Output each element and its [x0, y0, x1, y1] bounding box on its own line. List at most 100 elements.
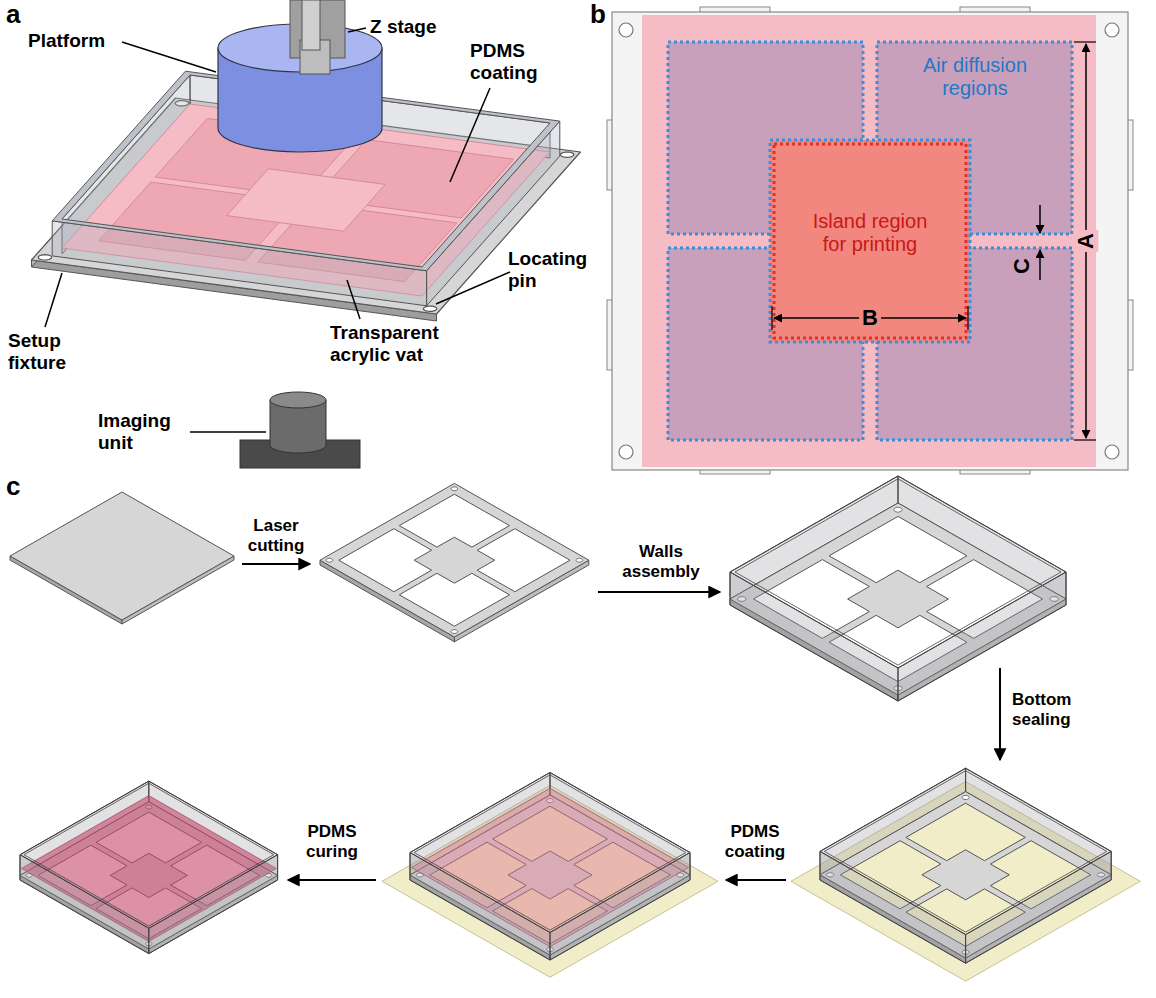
process-arrow	[999, 668, 1001, 760]
acrylic-sheet	[730, 503, 1066, 695]
locating-hole	[1105, 23, 1119, 37]
z-stage-column	[290, 0, 345, 58]
process-stage	[320, 483, 589, 641]
dimension-label: A	[1073, 230, 1098, 252]
process-arrow	[288, 879, 376, 881]
step-label: Walls assembly	[605, 542, 717, 581]
wall-rim	[414, 775, 686, 930]
cut-hole	[399, 573, 509, 626]
imaging-lens-top	[270, 392, 326, 408]
extension-line	[771, 306, 772, 330]
step-label: Laser cutting	[236, 516, 316, 555]
cut-hole	[829, 516, 967, 582]
locating-hole	[619, 23, 633, 37]
wall-rim	[730, 476, 1066, 668]
leader-line	[122, 42, 216, 72]
dimension-arrow	[1039, 205, 1041, 233]
region-label: Air diffusion regions	[910, 54, 1040, 100]
island-outline	[774, 144, 966, 338]
acrylic-wall	[149, 855, 278, 954]
process-arrow	[598, 591, 720, 593]
locating-hole	[1105, 445, 1119, 459]
panel-b	[607, 7, 1133, 474]
locating-hole	[451, 487, 458, 491]
locating-hole	[451, 630, 458, 634]
extension-line	[967, 306, 968, 330]
process-arrow	[242, 563, 310, 565]
cut-hole	[477, 529, 570, 592]
dimension-label: C	[1009, 255, 1034, 277]
acrylic-wall	[550, 853, 690, 961]
leader-line	[348, 28, 366, 32]
acrylic-wall	[898, 572, 1066, 701]
process-stage	[791, 768, 1140, 981]
pdms-layer	[21, 796, 276, 942]
panel-letter: a	[6, 0, 36, 30]
sealing-sheet	[791, 782, 1140, 982]
z-stage-rail	[302, 0, 320, 50]
panel-letter: b	[590, 0, 610, 30]
wall-rim	[410, 773, 690, 933]
part-label: Imaging unit	[98, 410, 193, 454]
part-label: PDMS coating	[470, 40, 555, 84]
step-label: PDMS coating	[716, 822, 794, 861]
acrylic-wall	[730, 572, 898, 701]
dimension-arrow	[1039, 250, 1041, 280]
leader-line	[190, 431, 266, 433]
wall-rim	[20, 781, 278, 928]
locating-pin	[560, 152, 573, 157]
acrylic-sheet	[10, 492, 234, 620]
part-label: Platform	[28, 30, 128, 52]
wall-rim	[24, 783, 274, 926]
leader-line	[347, 280, 360, 319]
wall-rim	[824, 771, 1106, 932]
extension-line	[1074, 41, 1096, 42]
leader-line	[45, 273, 62, 327]
acrylic-wall	[410, 853, 550, 961]
process-arrow	[726, 879, 786, 881]
step-label: PDMS curing	[292, 822, 372, 861]
part-label: Setup fixture	[8, 330, 88, 374]
process-stage	[10, 492, 234, 624]
locating-pin	[423, 306, 436, 311]
region-label: Island region for printing	[800, 210, 940, 256]
process-stage	[382, 773, 718, 978]
dimension-label: B	[859, 305, 881, 330]
part-label: Z stage	[370, 16, 460, 38]
part-label: Transparent acrylic vat	[330, 322, 455, 366]
locating-hole	[894, 507, 902, 512]
cut-hole	[906, 803, 1025, 861]
panel-a	[32, 0, 581, 468]
leader-line	[450, 88, 490, 182]
leader-line	[436, 272, 510, 304]
cut-hole	[399, 494, 509, 547]
setup-fixture	[612, 12, 1128, 470]
sealing-sheet	[382, 785, 718, 977]
process-arrows	[242, 564, 1000, 880]
wall-rim	[820, 768, 1111, 934]
island-region	[770, 140, 970, 342]
cut-hole	[339, 529, 432, 592]
locating-hole	[962, 795, 969, 799]
pdms-layer	[411, 788, 688, 946]
vat-wall	[427, 121, 560, 306]
wall-rim	[735, 479, 1061, 665]
step-label: Bottom sealing	[1012, 690, 1104, 729]
process-stage	[20, 781, 278, 954]
locating-pin	[38, 255, 51, 260]
part-label: Locating pin	[508, 248, 596, 292]
locating-hole	[619, 445, 633, 459]
extension-line	[1074, 439, 1096, 440]
acrylic-wall	[966, 851, 1112, 963]
process-stage	[730, 476, 1066, 701]
acrylic-wall	[820, 851, 966, 963]
locating-hole	[326, 558, 333, 562]
locating-hole	[576, 558, 583, 562]
acrylic-sheet	[320, 483, 589, 637]
panel-letter: c	[6, 472, 36, 502]
acrylic-sheet	[820, 792, 1111, 958]
island-region	[227, 169, 386, 231]
